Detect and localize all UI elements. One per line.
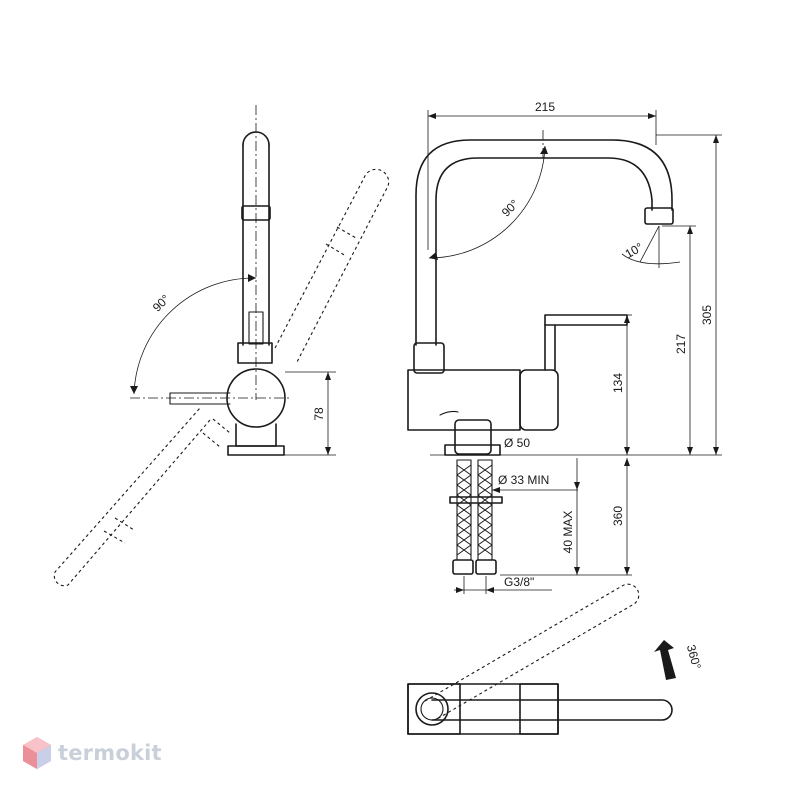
watermark-text: termokit — [58, 741, 162, 765]
supply-hoses — [449, 459, 503, 575]
max-thickness-label: 40 MAX — [561, 511, 575, 554]
front-view: 215 90° 10° 305 — [407, 100, 722, 594]
spout-height-label: 217 — [674, 334, 688, 354]
side-height-label: 78 — [312, 407, 326, 421]
hose-length-label: 360 — [611, 506, 625, 526]
side-view: 90° 78 — [53, 105, 390, 587]
top-width-label: 215 — [535, 100, 555, 114]
hole-diameter-label: Ø 33 MIN — [498, 473, 549, 487]
body-height-label: 134 — [611, 373, 625, 393]
base-diameter-label: Ø 50 — [504, 436, 530, 450]
top-view: 360° — [407, 583, 704, 735]
watermark: termokit — [22, 736, 162, 770]
total-height-label: 305 — [700, 305, 714, 325]
rotation-angle-label: 360° — [684, 643, 704, 671]
side-lever-angle-label: 90° — [150, 292, 173, 315]
hexagon-cube-icon — [23, 737, 51, 769]
thread-label: G3/8" — [504, 575, 534, 589]
